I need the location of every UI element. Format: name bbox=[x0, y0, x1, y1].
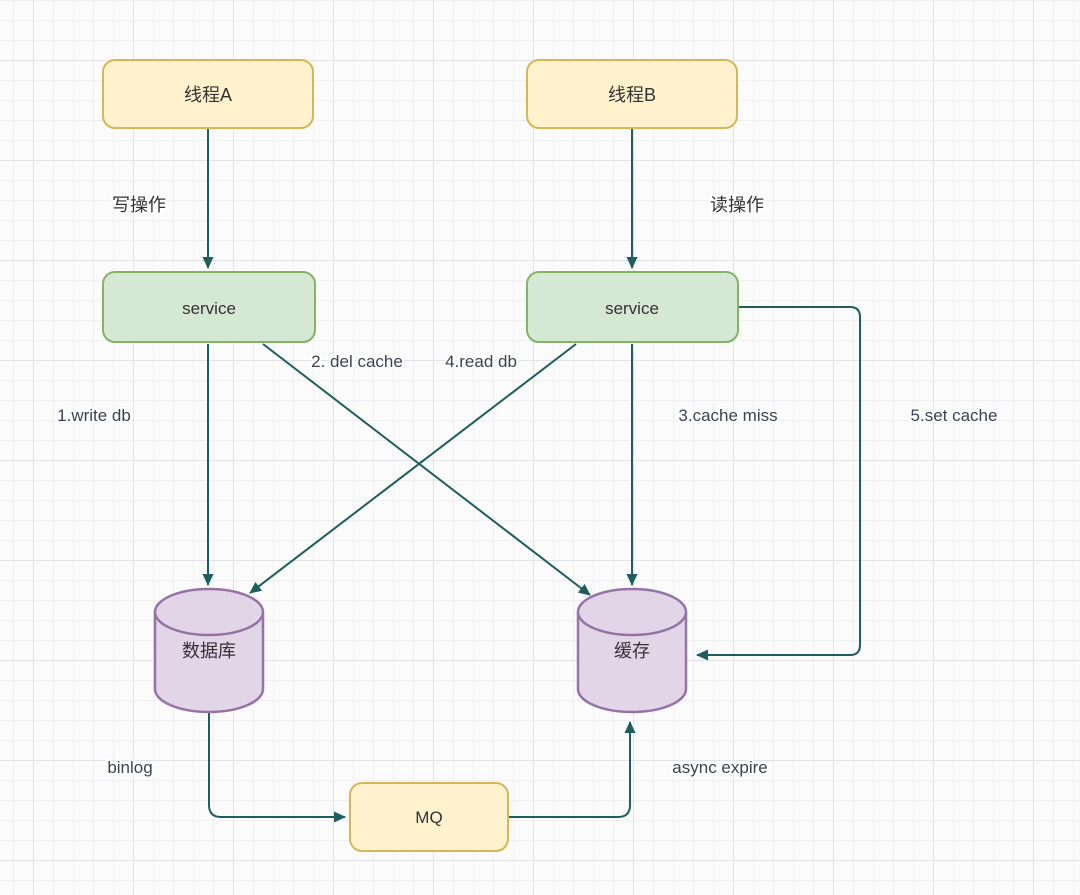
label-write-db: 1.write db bbox=[57, 406, 131, 425]
label-set-cache: 5.set cache bbox=[911, 406, 998, 425]
thread-a-label: 线程A bbox=[184, 85, 232, 105]
service-left-box bbox=[102, 271, 316, 343]
mq-box bbox=[349, 782, 509, 852]
edge-async-expire bbox=[509, 721, 636, 818]
node-database: 数据库 bbox=[153, 587, 265, 714]
service-right-label: service bbox=[605, 299, 659, 318]
label-binlog: binlog bbox=[107, 758, 152, 777]
node-service-right: service bbox=[526, 271, 739, 343]
label-del-cache: 2. del cache bbox=[311, 352, 403, 371]
thread-b-label: 线程B bbox=[608, 85, 656, 105]
thread-b-box bbox=[526, 59, 738, 129]
edge-binlog bbox=[208, 713, 346, 823]
label-write-op: 写操作 bbox=[112, 195, 166, 215]
node-thread-b: 线程B bbox=[526, 59, 738, 129]
service-right-box bbox=[526, 271, 739, 343]
node-mq: MQ bbox=[349, 782, 509, 852]
label-cache-miss: 3.cache miss bbox=[678, 406, 777, 425]
cache-cylinder-body bbox=[576, 612, 688, 714]
edge-set-cache bbox=[696, 306, 861, 661]
edges bbox=[202, 129, 861, 823]
cache-cylinder-top bbox=[576, 587, 688, 637]
label-async-expire: async expire bbox=[672, 758, 767, 777]
service-left-label: service bbox=[182, 299, 236, 318]
edge-labels: 写操作 读操作 1.write db 2. del cache 4.read d… bbox=[55, 193, 999, 779]
thread-a-box bbox=[102, 59, 314, 129]
database-cylinder-top bbox=[153, 587, 265, 637]
label-read-db: 4.read db bbox=[445, 352, 517, 371]
edge-del-cache bbox=[262, 343, 591, 596]
nodes: 线程A 线程B service service 数据库 bbox=[102, 59, 739, 852]
node-thread-a: 线程A bbox=[102, 59, 314, 129]
node-cache: 缓存 bbox=[576, 587, 688, 714]
database-cylinder-body bbox=[153, 612, 265, 714]
node-service-left: service bbox=[102, 271, 316, 343]
mq-label: MQ bbox=[415, 808, 442, 827]
label-read-op: 读操作 bbox=[710, 195, 764, 215]
cache-label: 缓存 bbox=[614, 641, 650, 661]
edge-read-db bbox=[249, 343, 577, 594]
database-label: 数据库 bbox=[182, 641, 236, 661]
